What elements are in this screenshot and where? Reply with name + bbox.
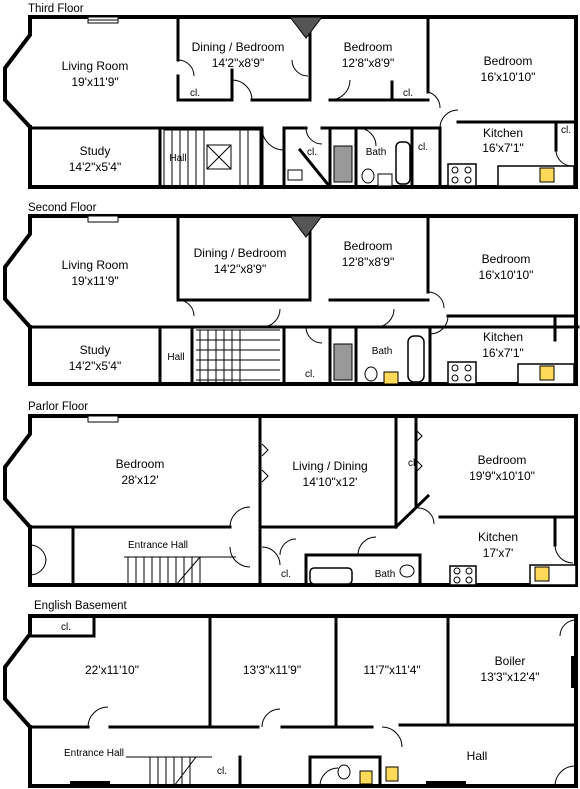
closet-label: cl. <box>305 369 315 380</box>
room-dim: 14'2"x5'4" <box>69 160 121 174</box>
closet-label: cl. <box>190 88 200 99</box>
room-name: Kitchen <box>478 530 518 544</box>
room-name: Boiler <box>495 654 526 668</box>
room-name: Dining / Bedroom <box>194 246 287 260</box>
second-floor: Second Floor <box>2 202 580 386</box>
room-name: Hall <box>467 749 488 763</box>
room-name: Bedroom <box>344 40 393 54</box>
room-name: Bedroom <box>482 252 531 266</box>
floor-title: Second Floor <box>28 202 97 214</box>
room-name: Living Room <box>62 258 129 272</box>
room-name: Hall <box>169 153 186 164</box>
room-dim: 16'x7'1" <box>482 141 524 155</box>
room-name: Kitchen <box>483 126 523 140</box>
room-dim: 11'7"x11'4" <box>363 663 420 677</box>
parlor-floor: Parlor Floor <box>2 401 578 587</box>
room-dim: 14'2"x8'9" <box>214 262 266 276</box>
room-name: Bath <box>375 569 396 580</box>
room-name: Bedroom <box>344 239 393 253</box>
closet-label: cl. <box>217 766 227 777</box>
room-dim: 12'8"x8'9" <box>342 56 394 70</box>
floor-title: Parlor Floor <box>28 401 88 413</box>
closet-label: cl. <box>61 622 71 633</box>
room-dim: 13'3"x12'4" <box>480 670 539 684</box>
room-name: Hall <box>167 352 184 363</box>
room-name: Entrance Hall <box>64 748 124 759</box>
room-name: Kitchen <box>483 330 523 344</box>
english-basement: English Basement <box>2 600 578 788</box>
room-name: Living / Dining <box>292 459 367 473</box>
room-dim: 13'3"x11'9" <box>243 663 301 677</box>
room-dim: 16'x7'1" <box>482 346 524 360</box>
closet-label: cl. <box>408 458 418 469</box>
room-name: Bath <box>372 346 393 357</box>
room-dim: 14'10"x12' <box>303 475 358 489</box>
room-dim: 16'x10'10" <box>479 268 534 282</box>
room-name: Bedroom <box>116 457 165 471</box>
room-dim: 19'x11'9" <box>71 274 118 288</box>
closet-label: cl. <box>307 147 317 158</box>
room-dim: 19'9"x10'10" <box>469 469 535 483</box>
room-name: Bedroom <box>484 54 533 68</box>
closet-label: cl. <box>403 88 413 99</box>
room-dim: 16'x10'10" <box>481 70 536 84</box>
room-name: Study <box>80 343 111 357</box>
room-dim: 14'2"x5'4" <box>69 359 121 373</box>
room-dim: 28'x12' <box>121 473 158 487</box>
closet-label: cl. <box>281 569 291 580</box>
floor-title: English Basement <box>34 600 127 612</box>
room-dim: 12'8"x8'9" <box>342 255 394 269</box>
room-dim: 14'2"x8'9" <box>212 56 264 70</box>
third-floor: Third Floor <box>2 3 578 190</box>
room-name: Study <box>80 144 111 158</box>
closet-label: cl. <box>418 142 428 153</box>
closet-label: cl. <box>561 125 571 136</box>
room-name: Dining / Bedroom <box>192 40 285 54</box>
room-name: Bath <box>366 147 387 158</box>
room-name: Entrance Hall <box>128 540 188 551</box>
floor-title: Third Floor <box>28 3 84 15</box>
room-dim: 22'x11'10" <box>85 663 139 677</box>
room-dim: 19'x11'9" <box>71 75 118 89</box>
room-dim: 17'x7' <box>483 546 514 560</box>
room-name: Living Room <box>62 59 129 73</box>
room-name: Bedroom <box>478 453 527 467</box>
